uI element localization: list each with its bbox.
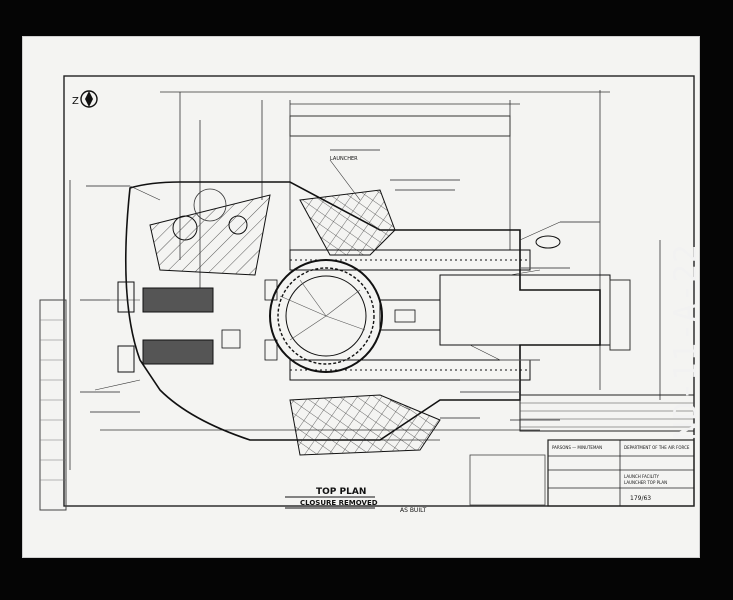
- silo-inner-ring: [285, 275, 367, 357]
- silo-outer-ring: [269, 259, 383, 373]
- as-built-label: AS BUILT: [400, 507, 427, 514]
- left-panel-lower: [142, 339, 214, 365]
- left-box-upper: [117, 281, 135, 313]
- small-hatch: [228, 215, 248, 235]
- right-track-end: [609, 279, 631, 351]
- title-block-line2: DEPARTMENT OF THE AIR FORCE: [624, 445, 690, 450]
- hatched-block: [149, 194, 271, 276]
- left-box-lower: [117, 345, 135, 373]
- right-fitting: [535, 235, 561, 249]
- side-block-lower: [264, 339, 278, 361]
- launcher-outline: [124, 181, 601, 441]
- hatched-closure-top: [299, 189, 396, 256]
- left-revision-strip: [39, 299, 67, 511]
- top-beam: [289, 115, 511, 137]
- left-small-box: [221, 329, 241, 349]
- valve-ring: [193, 188, 227, 222]
- title-block: [547, 439, 695, 507]
- revision-strip-lines: [40, 319, 66, 481]
- left-panel-upper: [142, 287, 214, 313]
- drawing-subtitle: CLOSURE REMOVED: [300, 499, 378, 507]
- title-block-line4: LAUNCHER TOP PLAN: [624, 480, 667, 485]
- title-block-line3: LAUNCH FACILITY: [624, 474, 659, 479]
- hatched-closure-bottom: [289, 394, 441, 456]
- north-symbol-label: Z: [72, 96, 79, 107]
- silo-radials: [279, 279, 366, 341]
- access-hatch: [172, 215, 198, 241]
- approval-stamp: [469, 454, 546, 506]
- drawing-border: [63, 75, 695, 507]
- title-block-line1: PARSONS — MINUTEMAN: [552, 445, 602, 450]
- note-text-strokes: [80, 149, 600, 421]
- launcher-note: LAUNCHER: [330, 156, 358, 162]
- margin-id: ND-11-A-22: [668, 243, 704, 440]
- sheet-number: 179/63: [630, 495, 651, 502]
- drawing-title: TOP PLAN: [316, 487, 366, 497]
- revision-block: [519, 394, 695, 432]
- silo-bolt-ring: [277, 267, 375, 365]
- north-arrow-head-icon: [85, 91, 93, 107]
- side-block-upper: [264, 279, 278, 301]
- arm-block: [394, 309, 416, 323]
- arm-mechanism: [379, 299, 441, 331]
